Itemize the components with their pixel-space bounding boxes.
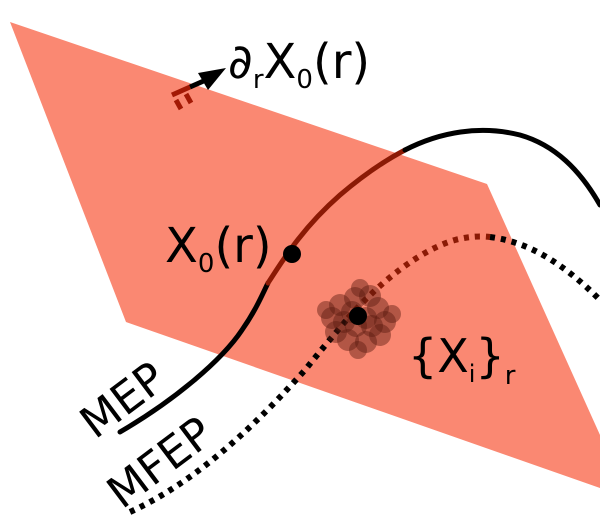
x0-label: X0(r)	[165, 218, 272, 279]
x0-sub: 0	[198, 249, 215, 279]
dividing-plane	[10, 22, 600, 488]
mep-curve-on-plane	[265, 147, 408, 286]
mep-curve-upper	[402, 127, 600, 208]
cluster-close: }	[475, 329, 504, 383]
mfep-curve-lower	[128, 316, 351, 515]
tangent-sub: r	[253, 65, 264, 95]
x0-arg: (r)	[214, 218, 271, 274]
tangent-partial: ∂	[228, 34, 253, 90]
cluster-sub: i	[469, 360, 476, 388]
tangent-arg: (r)	[313, 34, 370, 90]
cluster-label: {Xi}r	[408, 329, 516, 391]
tangent-x: X	[264, 34, 297, 90]
x0-point	[283, 245, 301, 263]
tangent-label: ∂rX0(r)	[228, 34, 370, 95]
cluster-open: {X	[408, 329, 469, 383]
mfep-curve-on-plane	[345, 233, 491, 320]
arrowhead-icon	[188, 68, 226, 90]
perpendicular-marker-icon	[170, 84, 194, 111]
cluster-center-point	[349, 307, 367, 325]
mfep-curve-upper	[489, 234, 600, 303]
mep-curve-lower	[117, 280, 271, 435]
cluster-sub2: r	[505, 361, 516, 391]
tangent-sub2: 0	[296, 65, 313, 95]
x0-x: X	[165, 218, 198, 274]
